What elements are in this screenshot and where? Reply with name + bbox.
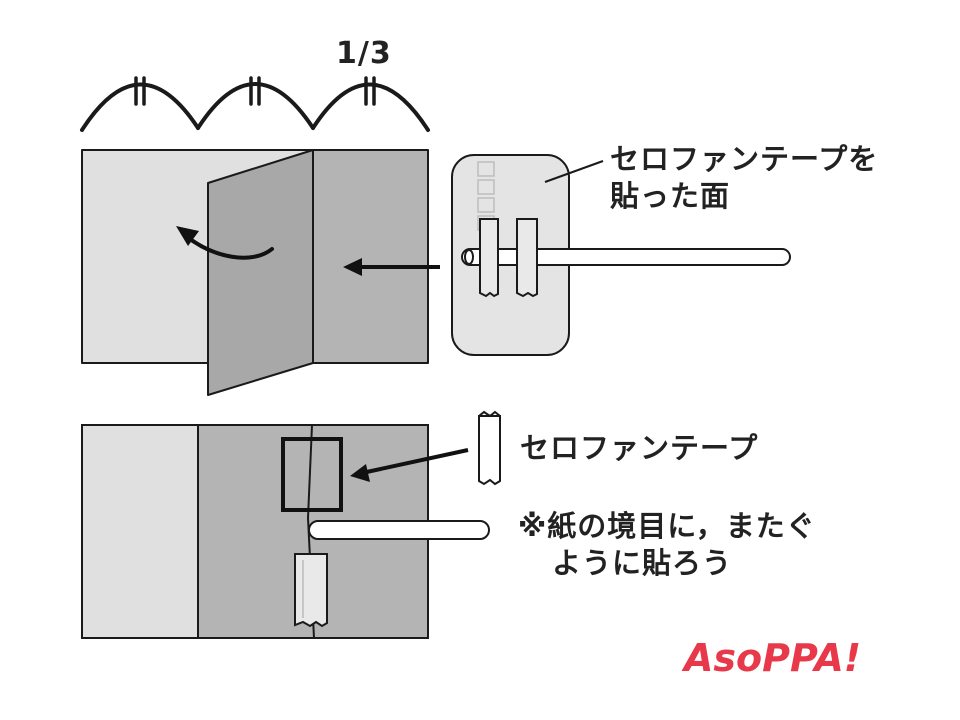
step2-left-panel: [81, 424, 200, 639]
equal-marks: [134, 76, 376, 106]
insert-arrowhead-icon: [343, 258, 362, 276]
brace-left: [80, 82, 200, 132]
logo-text: AsoPPA!: [684, 636, 862, 680]
fraction-label: 1/3: [336, 36, 392, 71]
folding-flap: [207, 149, 314, 396]
tape-strip-2: [516, 218, 538, 298]
tape-face-label-line1: セロファンテープを: [610, 142, 879, 176]
paper-back-right: [312, 149, 429, 364]
note-line2: ように貼ろう: [552, 546, 733, 580]
brace-middle: [196, 82, 315, 130]
tape-sample: [478, 415, 501, 486]
asoppa-logo: AsoPPA!: [684, 630, 924, 690]
step1-paper: [81, 149, 429, 396]
fold-arrow-icon: [184, 234, 274, 260]
straw: [461, 248, 791, 266]
tape-sample-edge: [478, 410, 501, 418]
tape-face-label-line2: 貼った面: [610, 179, 731, 213]
thirds-braces: [80, 76, 430, 132]
card-with-straw: [451, 154, 791, 356]
tape-label: セロファンテープ: [520, 431, 759, 465]
straw-end: [464, 249, 474, 265]
tape-strip-1: [479, 218, 499, 298]
tape-arrowhead-icon: [350, 464, 370, 482]
tape-step2: [294, 553, 328, 628]
note-line1: ※紙の境目に，またぐ: [518, 509, 816, 543]
tape-arrow-line: [361, 448, 469, 475]
callout-line: [544, 160, 604, 183]
brace-right: [311, 82, 430, 132]
straw-step2: [308, 520, 490, 540]
highlight-box: [281, 437, 343, 512]
fold-arrowhead-icon: [176, 226, 199, 246]
